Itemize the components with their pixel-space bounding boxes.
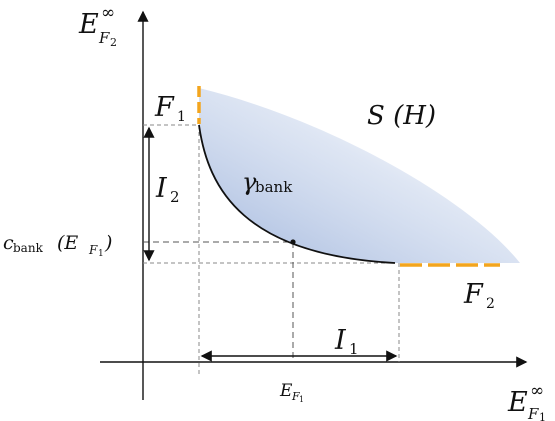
gamma-bank-curve — [198, 124, 396, 264]
gamma-bank-label-main: γ — [242, 168, 257, 196]
x-axis-label-sub: F — [527, 405, 539, 421]
curve-point — [290, 239, 296, 245]
c-bank-label-close: ) — [104, 232, 112, 254]
ef1-label-idx: 1 — [299, 395, 304, 404]
f1-label-main: F — [154, 92, 175, 123]
gamma-bank-label-sub: bank — [255, 178, 293, 196]
y-axis-label-main: E — [78, 9, 99, 40]
x-axis-label-main: E — [507, 387, 528, 418]
i1-label: I 1 — [334, 325, 359, 358]
y-axis-label-sup: ∞ — [101, 3, 115, 23]
x-axis-label-sub-index: 1 — [539, 411, 546, 421]
c-bank-label-sub: bank — [13, 241, 44, 255]
shaded-region — [199, 88, 520, 263]
ef1-label: E F 1 — [279, 381, 304, 404]
y-axis-label: E ∞ F 2 — [78, 3, 117, 49]
c-bank-label: c bank (E F 1 ) — [3, 232, 112, 259]
f1-label-index: 1 — [177, 109, 186, 125]
i2-label-index: 2 — [170, 188, 180, 206]
gamma-bank-label: γ bank — [242, 168, 293, 196]
i1-label-index: 1 — [349, 340, 359, 358]
f2-label: F 2 — [463, 279, 495, 312]
y-axis-label-sub-index: 2 — [110, 36, 117, 49]
f1-label: F 1 — [154, 92, 186, 125]
ef1-label-sub: F — [291, 390, 300, 403]
i1-label-main: I — [334, 325, 347, 356]
x-axis-label-sup: ∞ — [530, 381, 544, 401]
i2-label: I 2 — [155, 173, 180, 206]
c-bank-label-main: c — [3, 232, 14, 254]
c-bank-label-arg-idx: 1 — [98, 249, 104, 259]
c-bank-label-arg-sub: F — [88, 243, 98, 257]
ef1-label-main: E — [279, 381, 293, 401]
f2-label-main: F — [463, 279, 484, 310]
y-axis-label-sub: F — [98, 29, 110, 47]
x-axis-label: E ∞ F 1 — [507, 381, 546, 421]
region-label: S (H) — [367, 101, 436, 131]
c-bank-label-arg: (E — [57, 232, 78, 254]
f2-label-index: 2 — [486, 296, 495, 312]
i2-label-main: I — [155, 173, 168, 204]
